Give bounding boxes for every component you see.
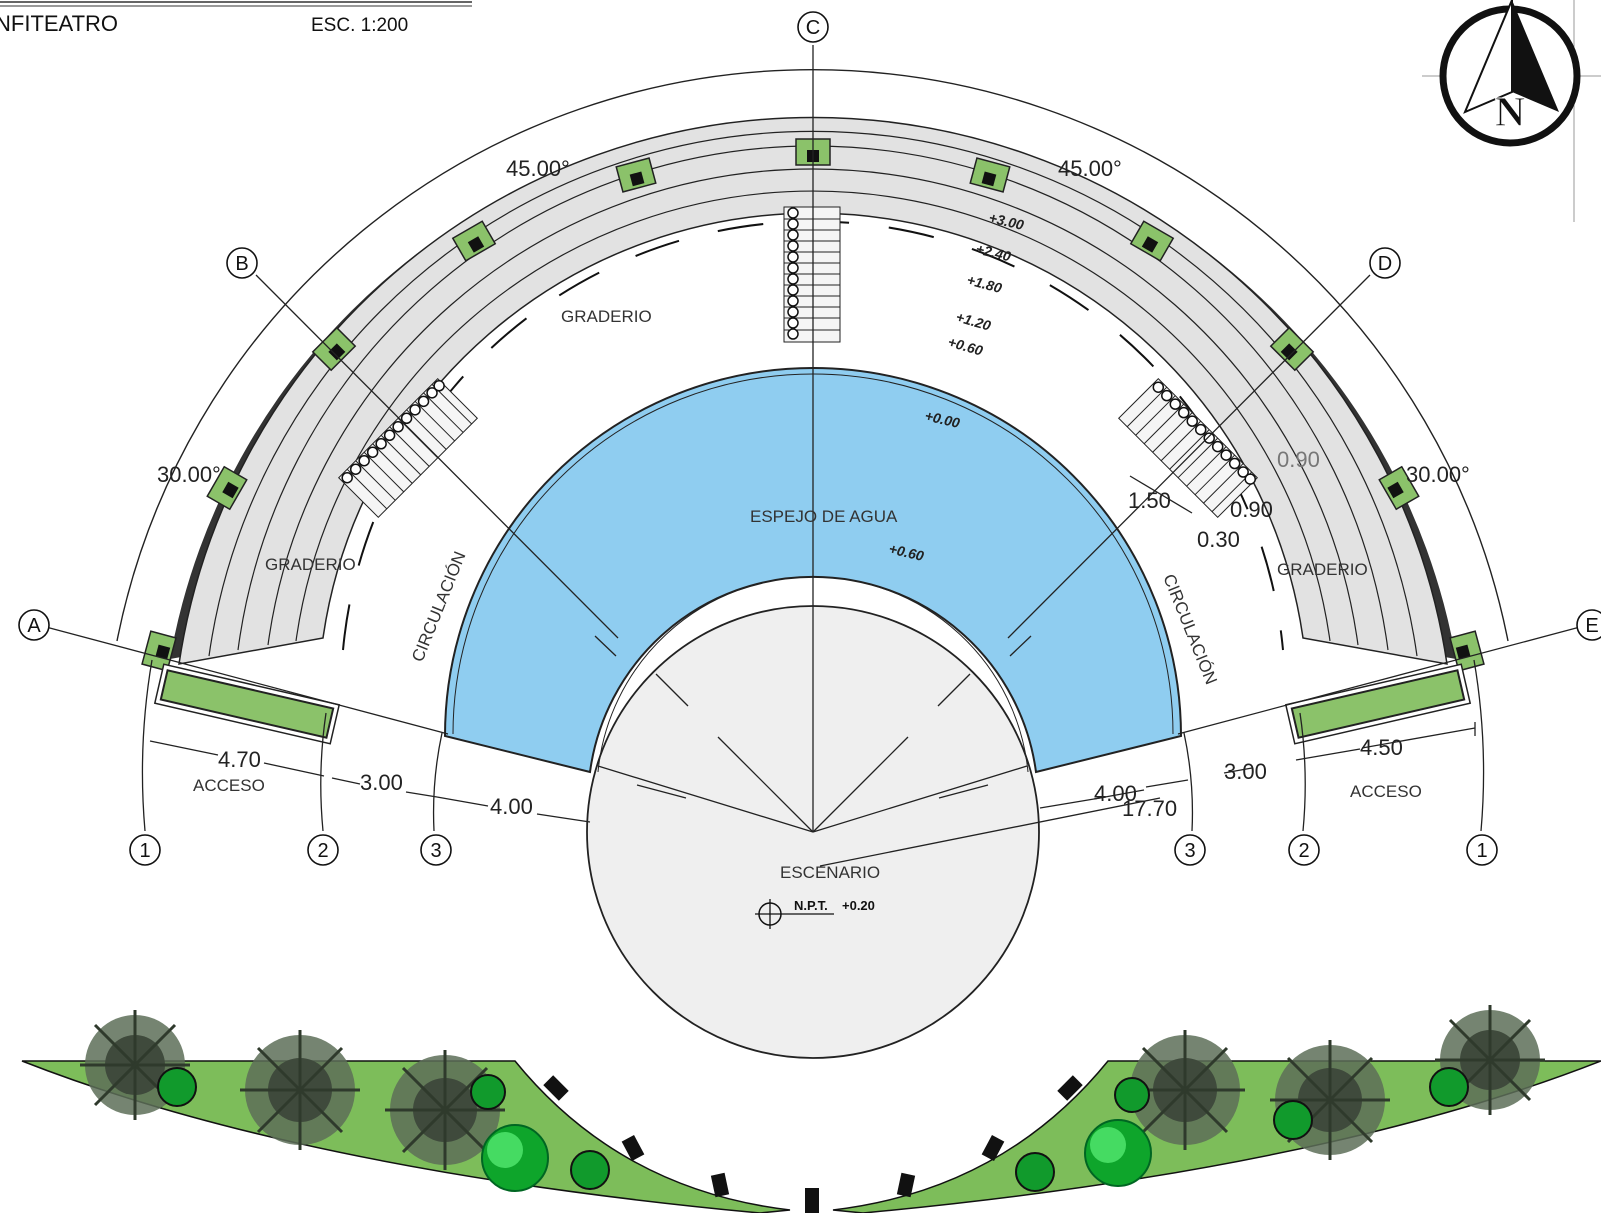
dim-left-470: 4.70 xyxy=(218,747,261,772)
dim-right-300: 3.00 xyxy=(1224,759,1267,784)
label-escenario: ESCENARIO xyxy=(780,863,880,882)
dimension-lines xyxy=(141,475,1485,832)
dim-right-450: 4.50 xyxy=(1360,735,1403,760)
level-water: +0.60 xyxy=(887,540,925,564)
graderio-band xyxy=(178,116,1448,665)
level-180: +1.80 xyxy=(965,271,1004,296)
angle-30-right: 30.00° xyxy=(1406,462,1470,487)
access-planter-left xyxy=(153,663,341,745)
label-espejo: ESPEJO DE AGUA xyxy=(750,507,898,526)
axis-3-right: 3 xyxy=(1184,840,1195,862)
axis-1-left: 1 xyxy=(139,840,150,862)
dim-left-300: 3.00 xyxy=(360,770,403,795)
right-stair xyxy=(1117,377,1259,519)
angle-30-left: 30.00° xyxy=(157,462,221,487)
dim-090-b: 0.90 xyxy=(1230,497,1273,522)
drawing-scale: ESC. 1:200 xyxy=(311,15,408,36)
axis-b: B xyxy=(235,253,248,275)
label-graderio-right: GRADERIO xyxy=(1277,560,1368,579)
level-300: +3.00 xyxy=(987,209,1025,233)
shrub-icons xyxy=(157,1067,1469,1192)
dim-left-400: 4.00 xyxy=(490,794,533,819)
label-graderio-top: GRADERIO xyxy=(561,307,652,326)
axis-d: D xyxy=(1378,253,1392,275)
level-060: +0.60 xyxy=(946,334,985,359)
npt-label: N.P.T. xyxy=(794,898,828,913)
north-letter: N xyxy=(1495,90,1525,136)
npt-marker xyxy=(755,899,834,929)
label-acceso-right: ACCESO xyxy=(1350,782,1422,801)
axis-a: A xyxy=(27,615,41,637)
dim-right-400: 4.00 xyxy=(1094,781,1137,806)
axis-e: E xyxy=(1585,615,1598,637)
central-stair xyxy=(783,206,841,343)
dim-150: 1.50 xyxy=(1128,488,1171,513)
angle-45-left: 45.00° xyxy=(506,156,570,181)
bench-blocks xyxy=(543,1075,1083,1213)
label-graderio-left: GRADERIO xyxy=(265,555,356,574)
level-floor: +0.00 xyxy=(923,407,961,431)
perimeter-planters xyxy=(141,138,1485,672)
angle-45-right: 45.00° xyxy=(1058,156,1122,181)
axis-c: C xyxy=(806,17,820,39)
palm-tree-icons xyxy=(80,1005,1545,1170)
axis-2-left: 2 xyxy=(317,840,328,862)
north-arrow-icon: N xyxy=(1422,0,1601,222)
axis-3-left: 3 xyxy=(430,840,441,862)
drawing-title: NFITEATRO xyxy=(0,11,118,36)
label-acceso-left: ACCESO xyxy=(193,776,265,795)
axis-bubbles xyxy=(18,11,1601,866)
level-120: +1.20 xyxy=(954,309,993,334)
left-stair xyxy=(337,377,479,519)
dim-090-a: 0.90 xyxy=(1277,447,1320,472)
dim-030: 0.30 xyxy=(1197,527,1240,552)
axis-2-right: 2 xyxy=(1298,840,1309,862)
access-planter-right xyxy=(1284,663,1472,745)
axis-1-right: 1 xyxy=(1476,840,1487,862)
axis-lines xyxy=(45,45,1581,867)
dim-right-1770: 17.70 xyxy=(1122,796,1177,821)
npt-value: +0.20 xyxy=(842,898,875,913)
